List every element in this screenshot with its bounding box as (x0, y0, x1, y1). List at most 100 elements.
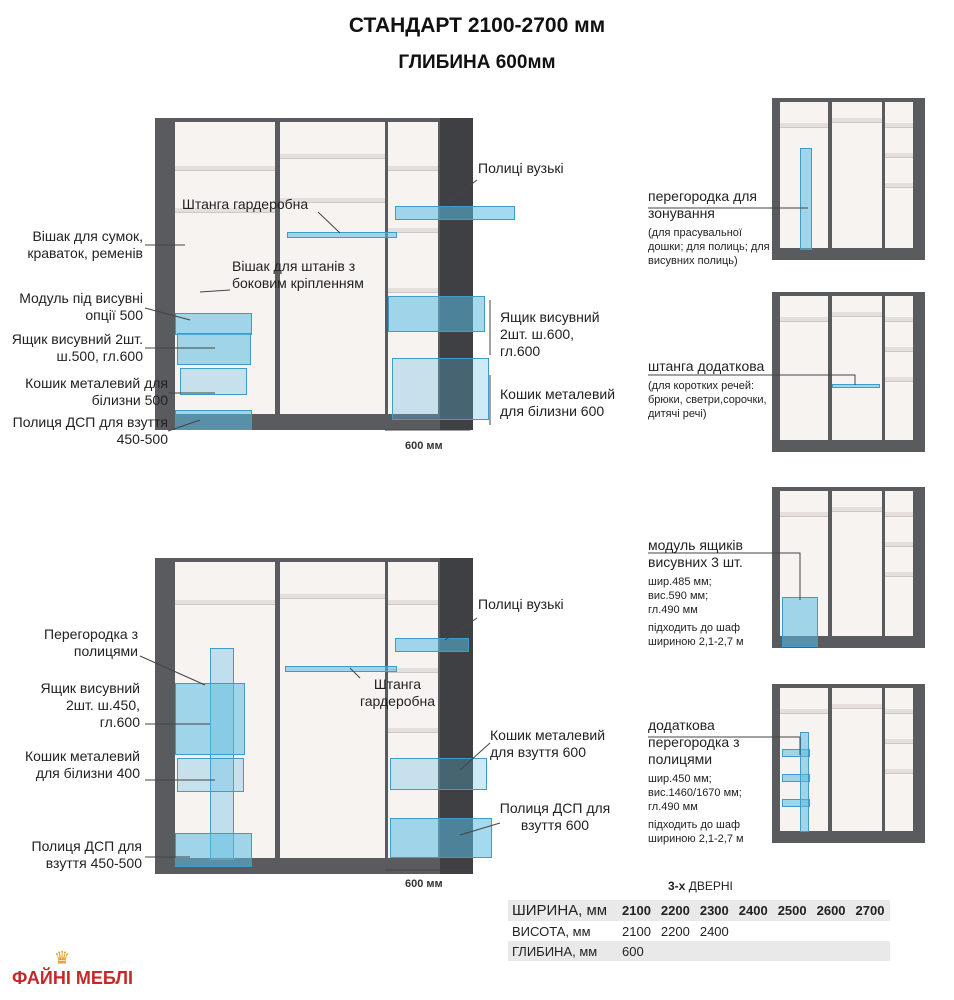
shelf (388, 728, 438, 733)
label-drawer: Ящик висувний 2шт. ш.500, гл.600 (11, 331, 143, 364)
accessory (285, 666, 397, 672)
specs-value (813, 921, 852, 941)
specs-value (852, 941, 891, 961)
specs-caption: 3-х ДВЕРНІ (668, 879, 733, 893)
specs-value (852, 921, 891, 941)
option-title: модуль ящиків висувних 3 шт. (648, 537, 743, 570)
option-details: (для прасувальної дошки; для полиць; для… (648, 227, 770, 267)
page-subtitle: ГЛИБИНА 600мм (398, 52, 556, 73)
specs-value: 2300 (699, 903, 729, 918)
specs-value: 2400 (738, 903, 768, 918)
wardrobe-2 (155, 558, 492, 874)
label-narrow-shelves-2: Полиці вузькі (478, 596, 564, 612)
option-wardrobe-4 (772, 684, 925, 843)
option-3: модуль ящиків висувних 3 шт. шир.485 мм;… (648, 537, 768, 649)
specs-value: 2700 (855, 903, 885, 918)
wardrobe-1 (155, 118, 515, 430)
accessory (177, 333, 251, 365)
specs-value: 2200 (660, 923, 690, 939)
brand-name: ФАЙНІ МЕБЛІ (12, 968, 133, 988)
accessory (388, 296, 485, 332)
specs-value (657, 941, 696, 961)
specs-value (696, 941, 735, 961)
option-1: перегородка для зонування (для прасуваль… (648, 188, 770, 268)
option-title: штанга додаткова (648, 358, 765, 374)
accessory (177, 758, 244, 792)
specs-caption-bold: 3-х (668, 879, 686, 893)
label-basket: Кошик металевий для білизни 500 (25, 375, 168, 408)
label-narrow-shelves: Полиці вузькі (478, 160, 564, 176)
specs-value (774, 921, 813, 941)
accessory (175, 683, 245, 755)
option-wardrobe-3 (772, 487, 925, 648)
option-note: підходить до шаф шириною 2,1-2,7 м (648, 622, 744, 648)
accessory (175, 410, 252, 430)
option-title: перегородка для зонування (648, 188, 757, 221)
specs-label: ГЛИБИНА, мм (512, 943, 598, 959)
label-shoe-shelf-right: Полиця ДСП для взуття 600 (499, 800, 611, 833)
label-basket-2: Кошик металевий для білизни 400 (24, 748, 140, 781)
specs-value: 600 (622, 943, 644, 959)
option-note: підходить до шаф шириною 2,1-2,7 м (648, 819, 744, 845)
specs-value (735, 941, 774, 961)
label-shoe-shelf-2: Полиця ДСП для взуття 450-500 (31, 838, 142, 871)
shelf (280, 198, 385, 203)
compartment (280, 122, 385, 414)
crown-icon: ♛ (54, 948, 71, 968)
specs-value: 2600 (816, 903, 846, 918)
width-dimension-2: 600 мм (405, 878, 443, 890)
label-module: Модуль під висувні опції 500 (19, 290, 143, 323)
specs-row: ГЛИБИНА, мм 600 (508, 941, 891, 961)
option-wardrobe-1 (772, 98, 925, 260)
option-2: штанга додаткова (для коротких речей: бр… (648, 358, 768, 421)
side-panel (440, 118, 473, 430)
shelf (388, 228, 438, 233)
label-rod-2: Штанга гардеробна (359, 676, 436, 709)
label-drawer-right: Ящик висувний 2шт. ш.600, гл.600 (500, 309, 600, 359)
shelf (388, 668, 438, 673)
shelf (280, 594, 385, 599)
specs-value: 2100 (622, 903, 651, 918)
accessory (395, 206, 515, 220)
shelf (175, 208, 275, 213)
option-4: додаткова перегородка з полицями шир.450… (648, 717, 768, 846)
label-basket-right: Кошик металевий для білизни 600 (500, 386, 616, 419)
option-title: додаткова перегородка з полицями (648, 717, 740, 767)
shelf (388, 288, 438, 293)
label-pants-hanger: Вішак для штанів з боковим кріпленням (232, 258, 364, 291)
accessory (175, 833, 252, 867)
specs-value: 2500 (777, 903, 807, 918)
specs-value (774, 941, 813, 961)
specs-caption-text: ДВЕРНІ (688, 879, 733, 893)
compartment (388, 562, 438, 858)
specs-label: ВИСОТА, мм (512, 923, 591, 939)
accessory (392, 358, 489, 420)
page-title: СТАНДАРТ 2100-2700 мм (348, 14, 606, 37)
specs-value: 2200 (660, 903, 690, 918)
option-details: (для коротких речей: брюки, светри,сороч… (648, 380, 767, 420)
label-shoe-basket: Кошик металевий для взуття 600 (490, 727, 606, 760)
option-details: шир.450 мм; вис.1460/1670 мм; гл.490 мм (648, 773, 742, 813)
specs-value (813, 941, 852, 961)
brand-logo: ♛ ФАЙНІ МЕБЛІ (12, 948, 133, 989)
label-rod: Штанга гардеробна (182, 196, 309, 212)
shelf (388, 600, 438, 605)
shelf (175, 600, 275, 605)
label-shoe-shelf: Полиця ДСП для взуття 450-500 (12, 414, 168, 447)
shelf (388, 166, 438, 171)
specs-value: 2100 (622, 923, 651, 939)
accessory (390, 818, 492, 858)
accessory (180, 368, 247, 395)
shelf (280, 154, 385, 159)
option-wardrobe-2 (772, 292, 925, 452)
width-dimension: 600 мм (405, 440, 443, 452)
accessory (390, 758, 487, 790)
specs-value (735, 921, 774, 941)
label-partition: Перегородка з полицями (44, 626, 138, 659)
label-drawer-2: Ящик висувний 2шт. ш.450, гл.600 (40, 680, 140, 730)
option-details: шир.485 мм; вис.590 мм; гл.490 мм (648, 576, 712, 616)
